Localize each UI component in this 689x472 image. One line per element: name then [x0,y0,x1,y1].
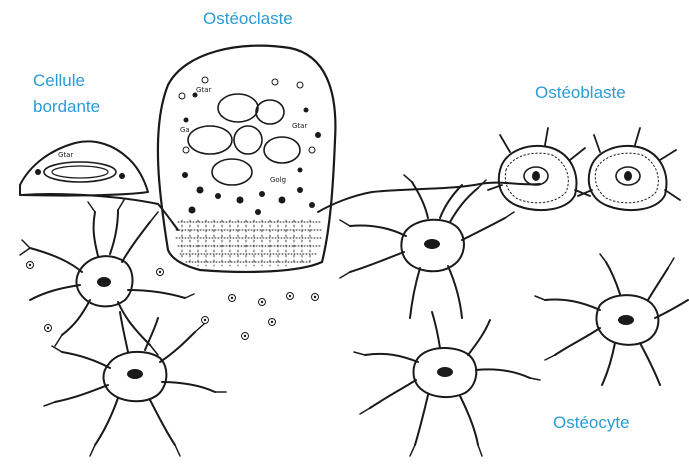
svg-text:Ga: Ga [180,126,190,134]
svg-text:Gtar: Gtar [58,151,73,159]
lining-cell-label-line2: bordante [33,96,100,118]
osteoblast-left [488,128,590,210]
osteocyte-center [340,175,514,318]
osteoclast-label: Ostéoclaste [203,8,293,30]
osteocyte-center-lower [354,312,540,456]
lining-cell: Gtar [20,141,148,195]
osteoclast-cell: Gtar Gtar Golg Ga [158,46,336,272]
lining-cell-label-line1: Cellule [33,70,85,92]
osteocyte-right [535,254,688,385]
svg-text:Golg: Golg [270,176,286,184]
osteocyte-left-upper [20,200,194,355]
osteoblast-right [578,128,680,210]
osteocyte-left-lower [44,312,226,456]
bone-surface-line [22,183,540,230]
svg-text:Gtar: Gtar [292,122,307,130]
osteocyte-label: Ostéocyte [553,412,630,434]
osteoblast-label: Ostéoblaste [535,82,626,104]
svg-text:Gtar: Gtar [196,86,211,94]
